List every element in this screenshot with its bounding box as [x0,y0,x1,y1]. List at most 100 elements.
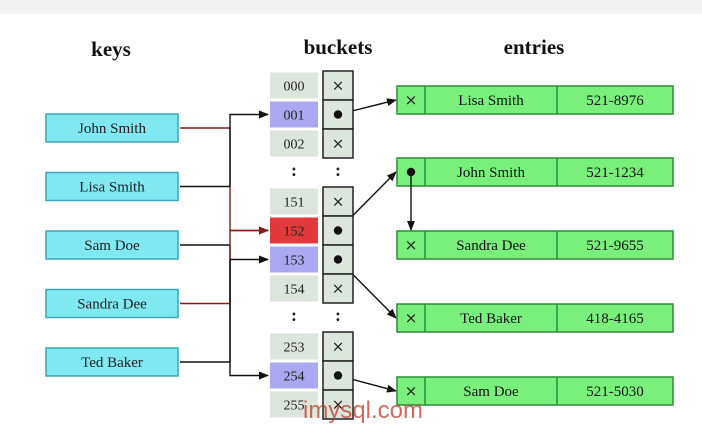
link-sandra-dee-to-152 [180,226,269,305]
entry-sandra-dee: × Sandra Dee 521-9655 [396,230,674,260]
link-john-smith-to-152 [180,127,269,235]
bucket-001-index-cell [270,101,318,128]
top-blur-strip [0,0,702,14]
entry-ted-baker-next-null: × [405,309,418,327]
bucket-254-index-label: 254 [284,370,305,385]
bucket-001-pointer-dot [333,110,343,119]
bucket-002-index-label: 002 [284,138,305,153]
bucket-255: 255 × [270,389,354,420]
bucket-152-pointer-dot [333,226,343,235]
key-sam-doe-box [45,230,179,260]
bucket-002-null-mark: × [332,135,345,153]
bucket-152-index-label: 152 [284,225,305,240]
bucket-002-index-cell [270,130,318,157]
key-john-smith: John Smith [45,113,179,143]
bucket-253-index-cell [270,333,318,360]
key-sandra-dee: Sandra Dee [45,288,179,319]
bucket-154-index-label: 154 [284,283,305,298]
ellipsis-slot-0: : [335,160,341,180]
bucket-000-index-cell [270,72,318,99]
buckets-header: buckets [304,35,373,59]
bucket-152: 152 [270,215,354,246]
key-sam-doe: Sam Doe [45,230,179,260]
key-sandra-dee-label: Sandra Dee [77,297,147,313]
bucket-255-index-label: 255 [284,399,305,414]
bucket-002: 002 × [270,128,354,159]
bucket-002-slot [322,128,354,159]
link-lisa-smith-to-001 [180,110,269,188]
bucket-254-index-cell [270,362,318,389]
entry-ted-baker-name: Ted Baker [460,311,522,327]
bucket-153-pointer-dot [333,255,343,264]
entry-sandra-dee-next-null: × [405,236,418,254]
bucket-254: 254 [270,360,354,391]
entry-lisa-smith-phone: 521-8976 [586,93,644,109]
bucket-001-index-label: 001 [284,109,305,124]
link-sam-doe-to-254 [180,244,269,380]
entry-lisa-smith-box [396,85,674,115]
key-sam-doe-label: Sam Doe [84,238,140,254]
bucket-254-pointer-dot [333,371,343,380]
key-lisa-smith: Lisa Smith [45,171,179,202]
link-ted-baker-to-153 [180,255,269,363]
bucket-154-null-mark: × [332,280,345,298]
entry-lisa-smith-next-null: × [405,91,418,109]
bucket-255-index-cell [270,391,318,418]
entry-john-smith-phone: 521-1234 [586,165,644,181]
keys-header: keys [91,37,131,61]
key-lisa-smith-box [45,171,179,202]
ellipsis-slot-1: : [335,305,341,325]
entry-john-smith: John Smith 521-1234 [396,157,674,187]
ellipsis-index-0: : [291,160,297,180]
bucket-153-index-cell [270,246,318,273]
bucket-153-index-label: 153 [284,254,305,269]
entry-sam-doe-box [396,376,674,406]
bucket-151-null-mark: × [332,193,345,211]
bucket-253-slot [322,331,354,362]
bucket-153: 153 [270,244,354,275]
entry-ted-baker-box [396,303,674,333]
bucket-254-slot [322,360,354,391]
key-john-smith-label: John Smith [78,121,146,137]
bucket-154-index-cell [270,275,318,302]
key-john-smith-box [45,113,179,143]
key-ted-baker-label: Ted Baker [81,355,143,371]
key-sandra-dee-box [45,288,179,319]
bucket-253-null-mark: × [332,338,345,356]
ellipsis-index-1: : [291,305,297,325]
entry-lisa-smith: × Lisa Smith 521-8976 [396,85,674,115]
entry-sandra-dee-phone: 521-9655 [586,238,644,254]
bucket-151: 151 × [270,186,354,217]
entry-sam-doe-phone: 521-5030 [586,384,644,400]
bucket-001: 001 [270,99,354,130]
entry-ted-baker: × Ted Baker 418-4165 [396,303,674,333]
key-ted-baker: Ted Baker [45,347,179,377]
entry-sam-doe-next-null: × [405,382,418,400]
bucket-000: 000 × [270,70,354,101]
bucket-000-index-label: 000 [284,80,305,95]
bucket-154-slot [322,273,354,304]
bucket-253: 253 × [270,331,354,362]
entries-header: entries [504,35,565,59]
entry-ted-baker-phone: 418-4165 [586,311,644,327]
bucket-154: 154 × [270,273,354,304]
bucket-151-index-cell [270,188,318,215]
bucket-255-null-mark: × [332,396,345,414]
entry-lisa-smith-name: Lisa Smith [458,93,524,109]
bucket-253-index-label: 253 [284,341,305,356]
entry-sandra-dee-name: Sandra Dee [456,238,526,254]
bucket-255-slot [322,389,354,420]
entry-sandra-dee-box [396,230,674,260]
entry-john-smith-box [396,157,674,187]
key-lisa-smith-label: Lisa Smith [79,180,145,196]
entry-john-smith-name: John Smith [457,165,525,181]
watermark: imysql.com [303,397,423,424]
bucket-152-index-cell [270,217,318,244]
bucket-151-index-label: 151 [284,196,305,211]
key-ted-baker-box [45,347,179,377]
bucket-000-null-mark: × [332,77,345,95]
